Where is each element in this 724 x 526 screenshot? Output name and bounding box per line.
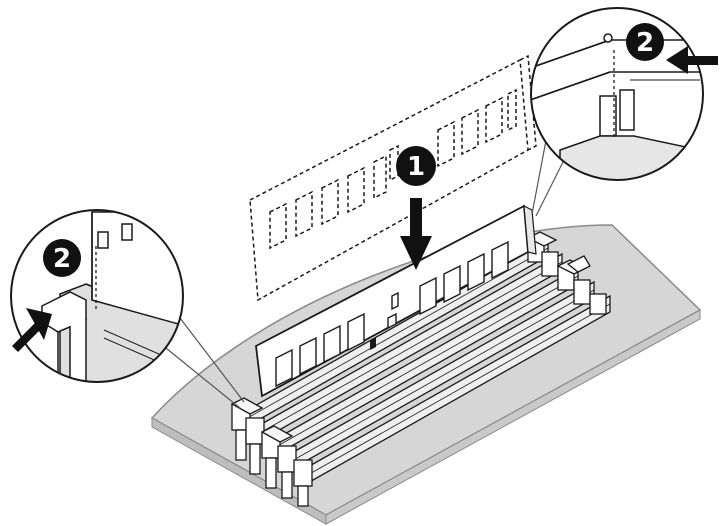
slot-clips-front xyxy=(230,397,313,507)
step-number: 2 xyxy=(53,244,71,274)
arrow-left-icon xyxy=(666,46,718,74)
step-badge-insert: 1 xyxy=(396,146,436,186)
arrow-down-icon xyxy=(400,198,432,270)
step-number: 2 xyxy=(636,28,654,58)
slot-clips-back xyxy=(526,231,607,315)
right-latch-detail xyxy=(530,7,704,181)
installed-memory-module xyxy=(255,204,537,398)
incoming-memory-module xyxy=(249,54,537,302)
step-number: 1 xyxy=(407,152,425,182)
step-badge-latch-right: 2 xyxy=(626,23,664,61)
step-badge-latch-left: 2 xyxy=(43,239,81,277)
arrow-up-right-icon xyxy=(12,308,52,352)
